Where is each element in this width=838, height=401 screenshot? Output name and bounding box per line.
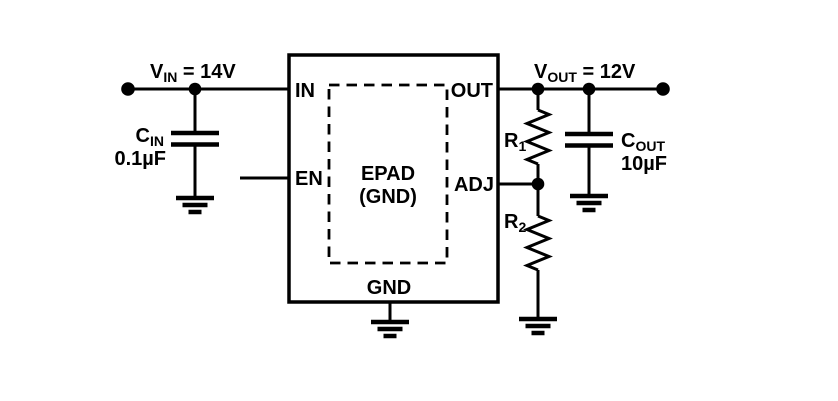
pin-label-gnd: GND: [367, 277, 411, 299]
pin-label-in: IN: [295, 80, 315, 102]
epad-label-line2: (GND): [359, 186, 417, 208]
r2-ground-symbol: [519, 316, 557, 336]
regulator-body: [287, 53, 500, 304]
vin-terminal-dot: [121, 82, 135, 96]
cout-ground-symbol: [570, 193, 608, 213]
epad-outline: [327, 83, 449, 265]
r1-zigzag: [523, 108, 553, 166]
vout-net-label: VOUT = 12V: [534, 61, 636, 85]
vout-subscript: OUT: [547, 69, 577, 85]
pin-label-en: EN: [295, 168, 323, 190]
r1-symbol: R: [504, 130, 519, 152]
cout-value-label: 10µF: [621, 153, 667, 175]
cin-capacitor: [171, 89, 219, 198]
cin-ref-label: CIN: [136, 125, 164, 149]
cin-subscript: IN: [150, 133, 164, 149]
ic-ground-symbol: [371, 319, 409, 339]
cout-capacitor: [565, 89, 613, 196]
r2-ref-label: R2: [504, 211, 526, 235]
cout-symbol: C: [621, 130, 635, 152]
r1-resistor: [523, 89, 553, 184]
cin-value-label: 0.1µF: [114, 148, 166, 170]
cout-ref-label: COUT: [621, 130, 665, 154]
cin-ground-symbol: [176, 195, 214, 215]
r2-subscript: 2: [518, 219, 526, 235]
vout-symbol: V: [534, 61, 548, 83]
cin-symbol: C: [136, 125, 150, 147]
vout-value: = 12V: [577, 61, 636, 83]
r1-subscript: 1: [518, 138, 526, 154]
r1-ref-label: R1: [504, 130, 526, 154]
r2-zigzag: [523, 214, 553, 272]
vin-subscript: IN: [163, 69, 177, 85]
vin-net-label: VIN = 14V: [150, 61, 236, 85]
vin-symbol: V: [150, 61, 164, 83]
cout-subscript: OUT: [635, 138, 665, 154]
pin-label-out: OUT: [451, 80, 493, 102]
pin-label-adj: ADJ: [454, 174, 494, 196]
r2-symbol: R: [504, 211, 519, 233]
r2-resistor: [523, 184, 553, 319]
vin-value: = 14V: [177, 61, 236, 83]
epad-label-line1: EPAD: [361, 163, 415, 185]
vout-terminal-dot: [656, 82, 670, 96]
